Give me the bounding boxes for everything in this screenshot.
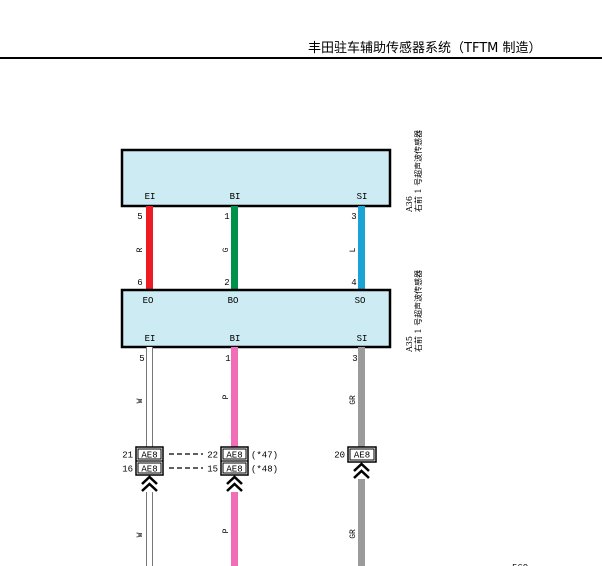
header-title: 丰田驻车辅助传感器系统（TFTM 制造）: [308, 40, 541, 56]
a35-label: A35 右前 1 号超声波传感器: [405, 270, 423, 353]
a35-terminal-si: SI: [357, 334, 368, 344]
wire-pink-pin-top: 1: [225, 354, 230, 364]
wire-white-code-lower: W: [136, 532, 145, 537]
wire-red: [146, 206, 153, 290]
connector-3-pin-a: 20: [334, 451, 345, 461]
wire-green: [231, 206, 238, 290]
connector-2-pin-a: 22: [207, 451, 218, 461]
wire-gray-code: GR: [349, 395, 358, 405]
chevron-icon: [353, 462, 370, 479]
wire-white-code: W: [136, 398, 145, 403]
wire-gray-code-lower: GR: [349, 529, 358, 539]
wire-blue: [358, 206, 365, 290]
a36-terminal-ei: EI: [145, 192, 156, 202]
wire-green-code: G: [222, 247, 231, 252]
wire-blue-code: L: [349, 247, 358, 252]
wire-gray-lower: [358, 479, 365, 566]
wire-pink-lower: [231, 492, 238, 566]
wire-gray-upper: [358, 347, 365, 447]
wire-blue-pin-bottom: 4: [351, 278, 356, 288]
connector-ae8-21-16: [135, 446, 164, 476]
connector-1-code-top: AE8: [141, 451, 157, 461]
wire-green-pin-top: 1: [224, 212, 229, 222]
wire-red-code: R: [136, 247, 145, 252]
wire-white-lower: [146, 492, 153, 566]
a35-terminal-ei: EI: [145, 334, 156, 344]
wire-pink-code-lower: P: [222, 528, 231, 533]
a36-label: A36 右前 1 号超声波传感器: [405, 130, 423, 213]
a35-terminal-bi: BI: [230, 334, 241, 344]
a35-terminal-so: SO: [355, 296, 366, 306]
wire-white-upper: [146, 347, 153, 447]
a35-name: 右前 1 号超声波传感器: [413, 270, 423, 352]
wire-red-pin-top: 5: [137, 212, 142, 222]
component-a35-box: [120, 288, 392, 349]
a35-code: A35: [405, 336, 414, 353]
connector-ae8-22-15: [220, 446, 249, 476]
a35-terminal-eo: EO: [143, 296, 154, 306]
connector-1-pin-b: 16: [122, 465, 133, 475]
chevron-icon: [226, 475, 243, 492]
wire-pink-code: P: [222, 394, 231, 399]
a36-terminal-bi: BI: [230, 192, 241, 202]
wire-green-pin-bottom: 2: [224, 278, 229, 288]
page-number: 560: [512, 563, 528, 566]
connector-2-code-bottom: AE8: [226, 465, 242, 475]
connector-1-pin-a: 21: [122, 451, 133, 461]
connector-2-pin-b: 15: [207, 465, 218, 475]
connector-3-code: AE8: [354, 451, 370, 461]
wire-white-pin-top: 5: [139, 354, 144, 364]
connector-2-code-top: AE8: [226, 451, 242, 461]
connector-2-note-b: (*48): [251, 465, 278, 475]
wire-red-pin-bottom: 6: [137, 278, 142, 288]
connector-2-note-a: (*47): [251, 451, 278, 461]
a36-terminal-si: SI: [357, 192, 368, 202]
a36-name: 右前 1 号超声波传感器: [413, 130, 423, 212]
wire-pink-upper: [231, 347, 238, 447]
component-a36-box: [120, 148, 392, 208]
chevron-icon: [141, 475, 158, 492]
a36-code: A36: [405, 196, 414, 213]
a35-terminal-bo: BO: [228, 296, 239, 306]
wire-blue-pin-top: 3: [351, 212, 356, 222]
wire-gray-pin-top: 3: [352, 354, 357, 364]
connector-ae8-20: [347, 446, 377, 463]
connector-1-code-bottom: AE8: [141, 465, 157, 475]
